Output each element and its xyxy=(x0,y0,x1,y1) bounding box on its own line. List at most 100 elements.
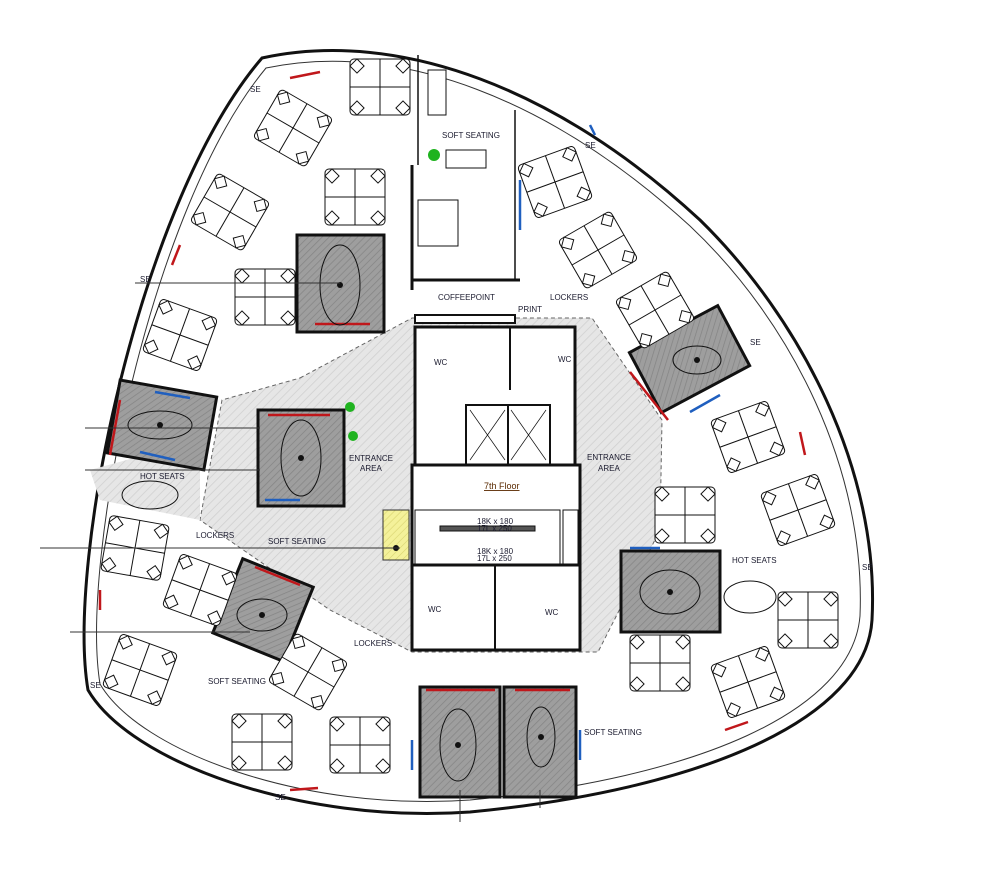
desk-cluster xyxy=(162,554,238,626)
stair-label: 18K x 180 xyxy=(477,547,514,556)
chair-icon xyxy=(700,486,716,502)
chair-icon xyxy=(280,310,296,326)
conference-table xyxy=(280,419,322,497)
desk-cluster xyxy=(710,646,786,718)
chair-icon xyxy=(823,633,839,649)
label-soft-seating: SOFT SEATING xyxy=(584,728,642,737)
chair-icon xyxy=(700,528,716,544)
chair-icon xyxy=(617,296,632,311)
stair-shaft xyxy=(382,509,410,561)
desk-cluster xyxy=(710,401,786,473)
conference-table xyxy=(236,598,288,632)
chair-icon xyxy=(621,249,636,264)
chair-icon xyxy=(776,530,791,545)
sofa xyxy=(427,69,447,116)
chair-icon xyxy=(395,58,411,74)
chair-icon xyxy=(161,650,177,666)
label-soft-seating: SOFT SEATING xyxy=(208,677,266,686)
chair-icon xyxy=(395,100,411,116)
chair-icon xyxy=(370,168,386,184)
chair-icon xyxy=(255,127,270,142)
chair-icon xyxy=(711,662,727,678)
chair-icon xyxy=(629,676,645,692)
chair-icon xyxy=(726,702,741,717)
chair-icon xyxy=(777,633,793,649)
chair-icon xyxy=(819,514,835,530)
label-hot-seats: HOT SEATS xyxy=(140,472,185,481)
label-se: SE xyxy=(862,563,873,572)
conference-table xyxy=(127,410,193,440)
conference-table xyxy=(319,244,361,326)
chair-icon xyxy=(201,315,217,331)
chair-icon xyxy=(769,441,785,457)
label-lockers: LOCKERS xyxy=(550,293,588,302)
desk-cluster xyxy=(324,168,386,226)
desk-cluster xyxy=(231,713,293,771)
building-envelope xyxy=(82,49,875,815)
chair-icon xyxy=(805,475,820,490)
chair-icon xyxy=(533,202,548,217)
lounge-table xyxy=(417,199,459,247)
chair-icon xyxy=(755,402,770,417)
desk-cluster xyxy=(777,591,839,649)
desk-clusters xyxy=(100,58,839,774)
chair-icon xyxy=(280,268,296,284)
chair-icon xyxy=(207,610,222,625)
chair-icon xyxy=(234,268,250,284)
desk-cluster xyxy=(629,634,691,692)
chair-icon xyxy=(324,210,340,226)
stair-label: 18K x 180 xyxy=(477,517,514,526)
chair-icon xyxy=(518,162,534,178)
chair-icon xyxy=(370,210,386,226)
label-wc: WC xyxy=(558,355,572,364)
chair-icon xyxy=(629,634,645,650)
chair-icon xyxy=(221,570,237,586)
desk-cluster xyxy=(615,271,695,349)
label-entrance: ENTRANCE xyxy=(349,454,393,463)
lounge-walls xyxy=(410,55,520,290)
label-se: SE xyxy=(140,275,151,284)
chair-icon xyxy=(146,565,162,581)
meeting-room-e xyxy=(619,549,722,634)
chair-icon xyxy=(153,523,169,539)
room-labels: SOFT SEATING COFFEEPOINT PRINT LOCKERS W… xyxy=(90,85,873,802)
label-entrance-area: AREA xyxy=(360,464,382,473)
desk-cluster xyxy=(234,268,296,326)
desk-cluster xyxy=(253,89,333,167)
chair-icon xyxy=(324,168,340,184)
stair-label: 17L x 250 xyxy=(477,524,512,533)
conference-table xyxy=(439,708,477,782)
chair-icon xyxy=(576,186,592,202)
chair-icon xyxy=(270,671,285,686)
chair-icon xyxy=(231,755,247,771)
label-coffeepoint: COFFEEPOINT xyxy=(438,293,495,302)
desk-cluster xyxy=(190,173,270,251)
chair-icon xyxy=(143,339,159,355)
label-se: SE xyxy=(90,681,101,690)
building-core xyxy=(410,314,582,652)
chair-icon xyxy=(375,758,391,774)
desk-cluster xyxy=(654,486,716,544)
chair-icon xyxy=(675,676,691,692)
chair-icon xyxy=(638,332,653,347)
chair-icon xyxy=(291,635,306,650)
hot-seats-table xyxy=(723,580,777,614)
chair-icon xyxy=(277,713,293,729)
chair-icon xyxy=(276,91,291,106)
chair-icon xyxy=(678,309,693,324)
label-entrance-area: AREA xyxy=(598,464,620,473)
label-lockers: LOCKERS xyxy=(354,639,392,648)
label-se: SE xyxy=(250,85,261,94)
plant-icon xyxy=(428,149,440,161)
chair-icon xyxy=(654,486,670,502)
conference-table xyxy=(672,345,722,375)
chair-icon xyxy=(761,490,777,506)
chair-icon xyxy=(234,310,250,326)
desk-cluster xyxy=(558,211,638,289)
chair-icon xyxy=(192,211,207,226)
desk-cluster xyxy=(517,146,593,218)
chair-icon xyxy=(755,647,770,662)
chair-icon xyxy=(375,716,391,732)
chair-icon xyxy=(560,236,575,251)
